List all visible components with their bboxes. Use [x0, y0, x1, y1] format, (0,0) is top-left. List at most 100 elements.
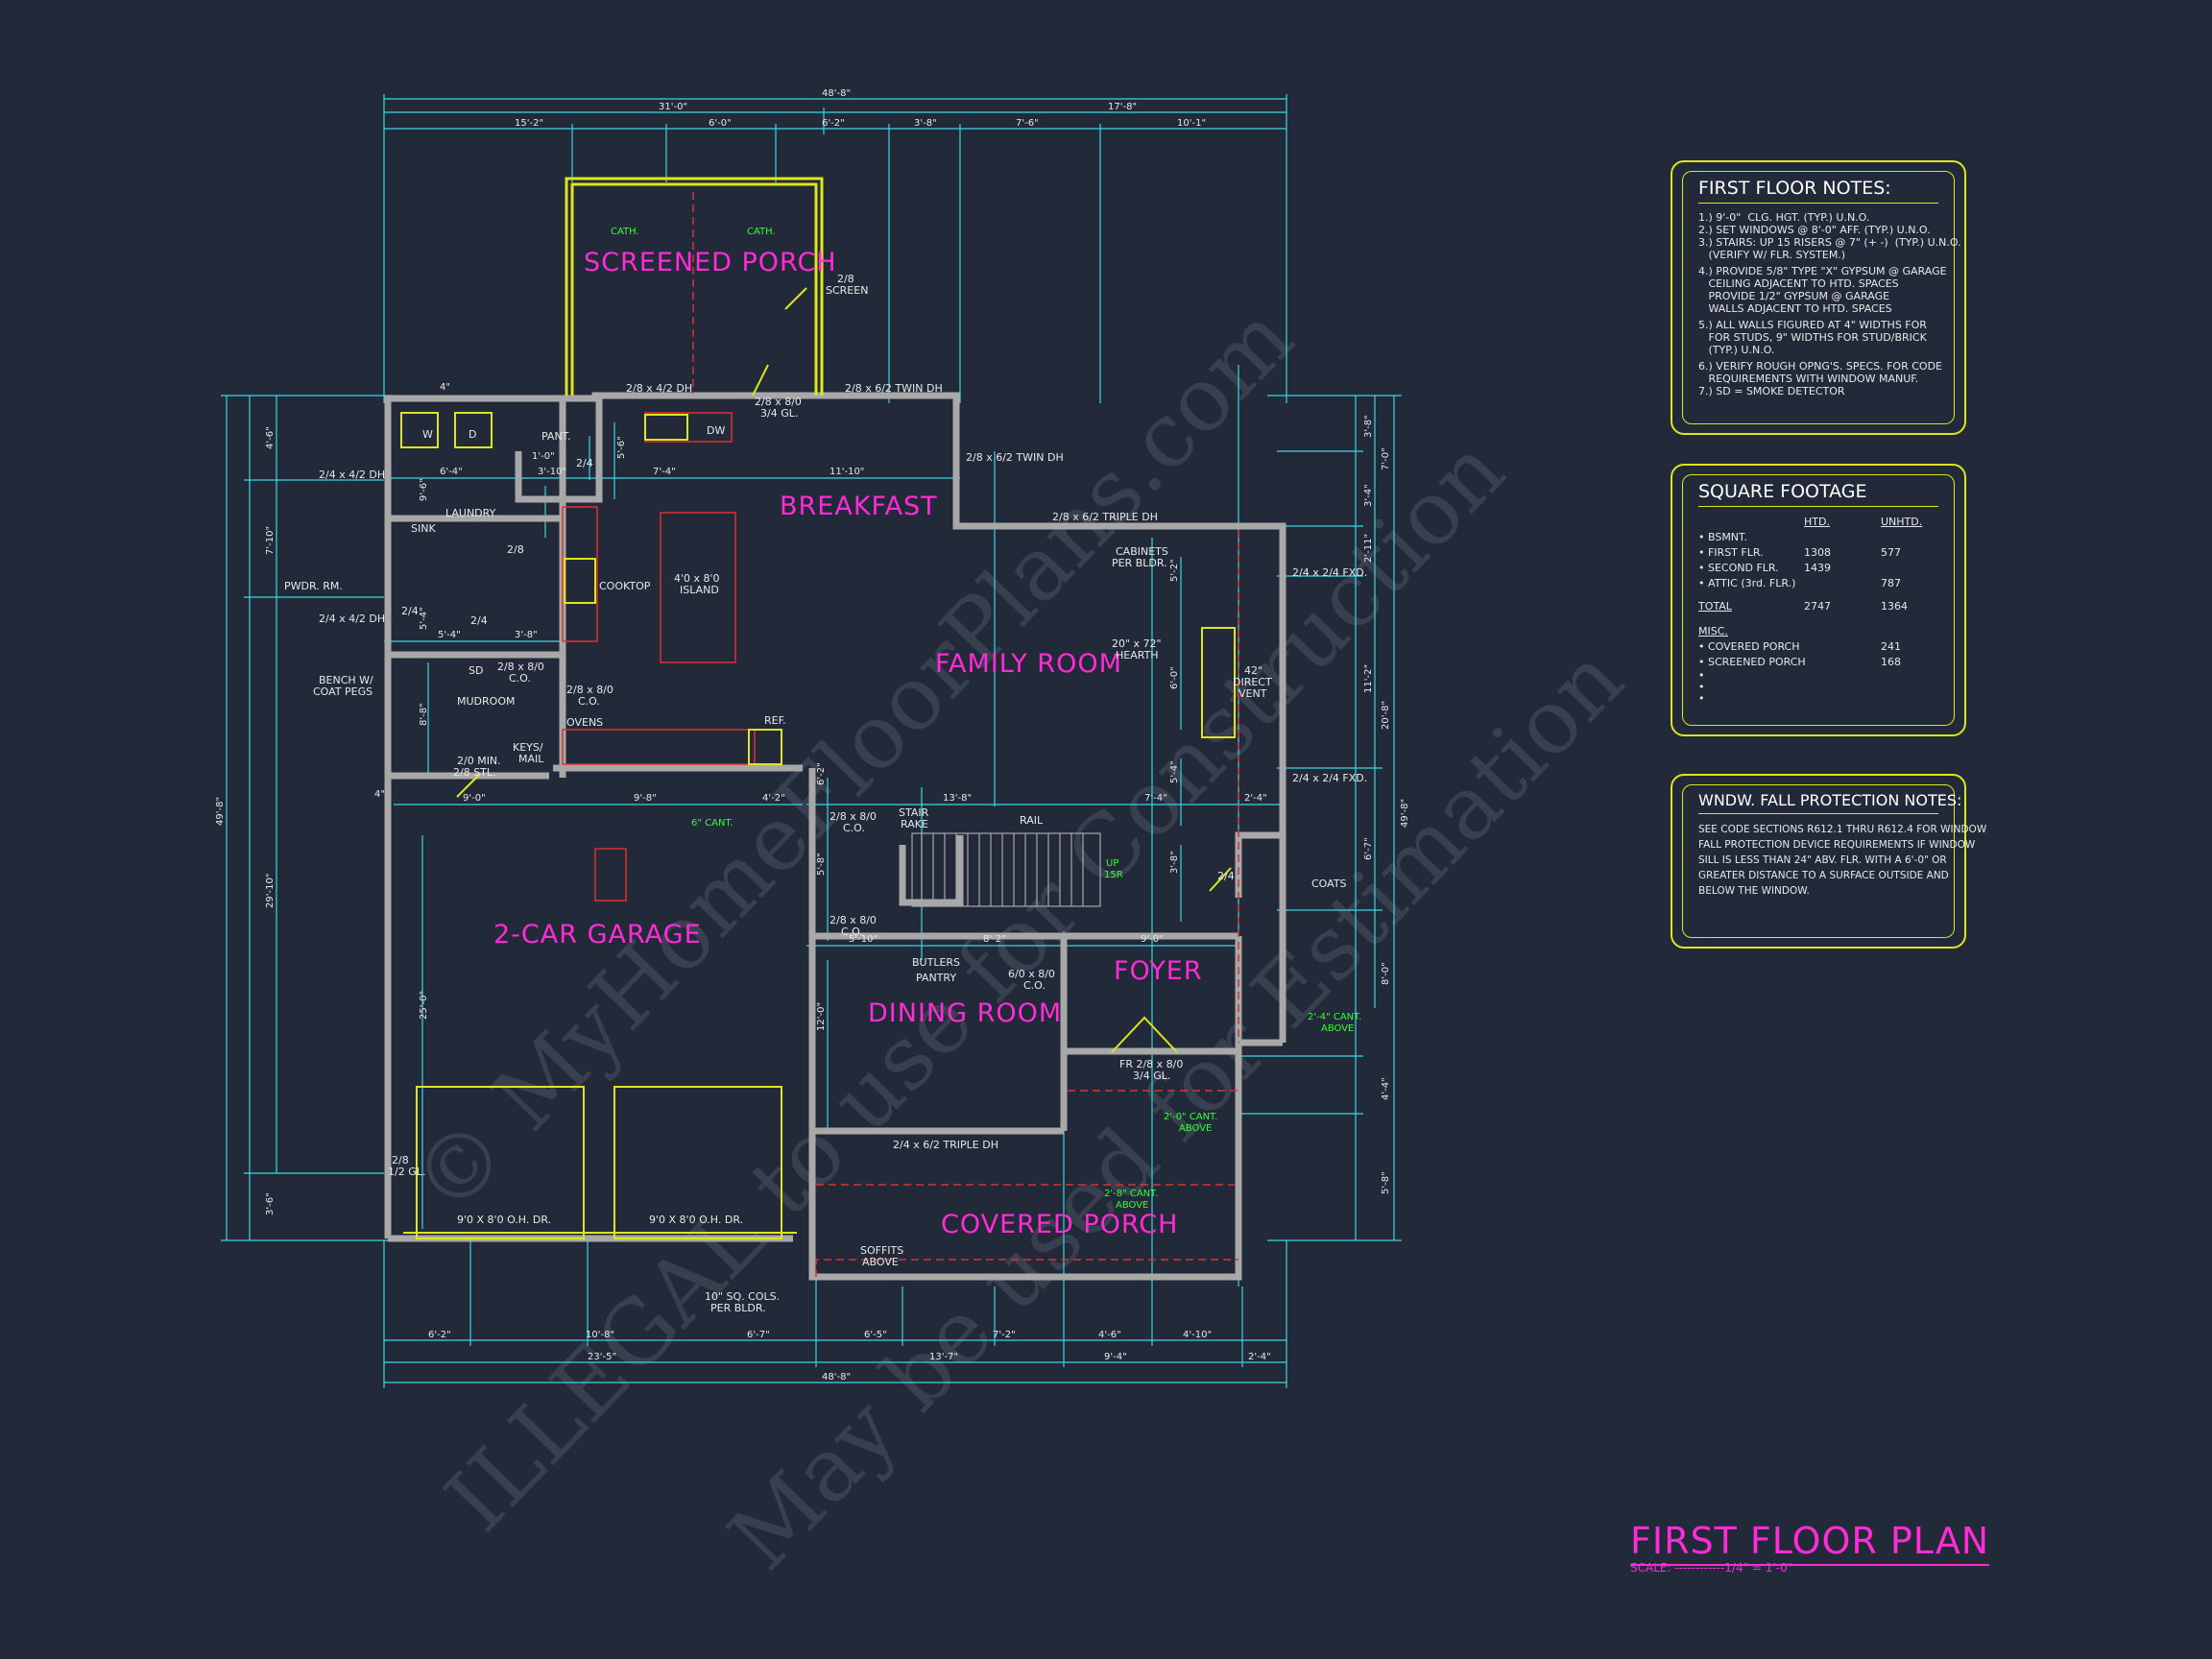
room-label-covered-porch: COVERED PORCH: [941, 1210, 1178, 1239]
dim-i10: 4'-2": [762, 793, 785, 804]
dim-i7: 3'-8": [515, 630, 538, 640]
dim-r6: 6'-7": [1363, 837, 1374, 860]
window-label-4: 2/8 x 6/2 TRIPLE DH: [1052, 511, 1158, 523]
dim-i15: 9'-0": [1141, 934, 1164, 945]
label-dryer: D: [469, 428, 476, 441]
sqft-row: • SECOND FLR.1439: [1698, 562, 1831, 574]
stairs: [911, 832, 1101, 907]
room-label-garage: 2-CAR GARAGE: [493, 920, 702, 950]
note-line: (TYP.) U.N.O.: [1698, 344, 1775, 356]
window-label-7: 2/4 x 4/2 DH: [319, 469, 385, 481]
label-cath-2: CATH.: [747, 227, 776, 237]
label-stair-risers: 15R: [1104, 870, 1123, 880]
label-stl-door: 2/8 STL.: [453, 766, 496, 779]
dim-b2: 10'-8": [586, 1330, 614, 1340]
dimension-lines: [221, 94, 1402, 1388]
dim-i11: 13'-8": [943, 793, 972, 804]
sqft-misc-row: •: [1698, 681, 1705, 693]
label-door-coats: 2/4: [1217, 870, 1235, 882]
label-island-size: 4'0 x 8'0: [674, 572, 720, 585]
label-cant-4: 2'-8" CANT.: [1104, 1189, 1158, 1199]
green-labels: CATH. CATH. 6" CANT. 2'-4" CANT. ABOVE 2…: [611, 227, 1361, 1211]
label-coats: COATS: [1311, 878, 1347, 890]
dim-i17: 5'-2": [1169, 559, 1180, 582]
label-cant-3: 2'-0" CANT.: [1164, 1112, 1217, 1122]
garage-doors: [403, 1086, 797, 1239]
fall-note-line: SEE CODE SECTIONS R612.1 THRU R612.4 FOR…: [1698, 824, 1987, 835]
label-ohd-1: 9'0 X 8'0 O.H. DR.: [457, 1214, 551, 1226]
label-laundry: LAUNDRY: [445, 507, 496, 519]
note-line: REQUIREMENTS WITH WINDOW MANUF.: [1698, 373, 1919, 385]
plan-scale: SCALE: ------------1/4" = 1'-0": [1630, 1561, 1793, 1575]
dim-i6: 5'-4": [438, 630, 461, 640]
note-line: CEILING ADJACENT TO HTD. SPACES: [1698, 277, 1899, 290]
label-cabinets-per: PER BLDR.: [1112, 557, 1167, 569]
label-cols-per: PER BLDR.: [710, 1302, 766, 1314]
dim-t2: 6'-0": [709, 118, 732, 129]
dim-i27: 5'-4": [419, 607, 429, 630]
sqft-header-row: HTD. UNHTD.: [1698, 515, 1938, 530]
label-sink: SINK: [411, 522, 436, 535]
fall-protection-title: WNDW. FALL PROTECTION NOTES:: [1698, 791, 1961, 814]
room-label-screened-porch: SCREENED PORCH: [584, 248, 837, 277]
label-co-2: 2/8 x 8/0: [566, 684, 613, 696]
dim-bot-d: 2'-4": [1248, 1352, 1271, 1362]
note-line: 6.) VERIFY ROUGH OPNG'S. SPECS. FOR CODE: [1698, 360, 1942, 373]
fall-note-line: SILL IS LESS THAN 24" ABV. FLR. WITH A 6…: [1698, 854, 1947, 866]
dim-r3: 3'-4": [1363, 484, 1374, 507]
sqft-misc-label: MISC.: [1698, 625, 1728, 637]
label-butlers: BUTLERS: [912, 956, 960, 969]
dim-b5: 7'-2": [993, 1330, 1016, 1340]
sqft-row: • ATTIC (3rd. FLR.)787: [1698, 577, 1901, 589]
sqft-col-unhtd: UNHTD.: [1881, 516, 1923, 528]
label-pantry: PANTRY: [916, 972, 956, 984]
dim-b6: 4'-6": [1098, 1330, 1121, 1340]
plan-title: FIRST FLOOR PLAN: [1630, 1520, 1990, 1566]
dim-i16: 5'-10": [849, 934, 878, 945]
cantilever-lines: [692, 192, 1239, 1277]
dim-left-overall: 49'-8": [215, 797, 226, 826]
dim-i21: 5'-8": [816, 853, 827, 876]
label-door-laundry: 2/8: [507, 543, 524, 556]
window-label-8: 2/4 x 4/2 DH: [319, 613, 385, 625]
label-hearth-size: 20" x 72": [1112, 637, 1162, 650]
note-line: 4.) PROVIDE 5/8" TYPE "X" GYPSUM @ GARAG…: [1698, 265, 1947, 277]
dim-bot-c: 9'-4": [1104, 1352, 1127, 1362]
label-vent-size: 42": [1244, 664, 1262, 677]
dim-i26: 5'-6": [616, 436, 627, 459]
dim-i2: 7'-4": [653, 467, 676, 477]
dim-t4: 3'-8": [914, 118, 937, 129]
label-cant-4-above: ABOVE: [1116, 1200, 1148, 1211]
note-line: 2.) SET WINDOWS @ 8'-0" AFF. (TYP.) U.N.…: [1698, 224, 1931, 236]
label-cant-2-above: ABOVE: [1321, 1023, 1354, 1034]
label-co-4: 2/8 x 8/0: [830, 914, 877, 926]
window-label-3: 2/8 x 6/2 TWIN DH: [966, 451, 1064, 464]
dim-l3: 29'-10": [265, 874, 276, 908]
window-label-1: 2/8 x 4/2 DH: [626, 382, 692, 395]
dim-i1: 6'-4": [440, 467, 463, 477]
dim-i14: 8'-2": [983, 934, 1006, 945]
dim-l1: 4'-6": [265, 426, 276, 449]
label-min-door: 2/0 MIN.: [457, 755, 501, 767]
dim-i29: 4": [374, 789, 385, 800]
label-bench: BENCH W/: [319, 674, 373, 686]
note-line: FOR STUDS, 9" WIDTHS FOR STUD/BRICK: [1698, 331, 1927, 344]
label-co-1b: C.O.: [509, 672, 531, 685]
dim-i9: 9'-8": [634, 793, 657, 804]
appliances: [400, 412, 1236, 765]
room-label-dining-room: DINING ROOM: [868, 998, 1062, 1028]
dim-r2: 7'-0": [1381, 447, 1391, 470]
dim-i20: 3'-8": [1169, 851, 1180, 874]
dim-i18: 6'-0": [1169, 666, 1180, 689]
dim-b3: 6'-7": [747, 1330, 770, 1340]
label-coat-pegs: COAT PEGS: [313, 685, 373, 698]
window-label-5: 2/4 x 2/4 FXD.: [1292, 566, 1367, 579]
dim-i23: 6'-2": [816, 762, 827, 785]
note-line: 7.) SD = SMOKE DETECTOR: [1698, 385, 1845, 397]
first-floor-notes-panel: FIRST FLOOR NOTES: 1.) 9'-0" CLG. HGT. (…: [1671, 160, 1966, 435]
dim-t1: 15'-2": [515, 118, 543, 129]
label-front-door: FR 2/8 x 8/0: [1119, 1058, 1183, 1070]
